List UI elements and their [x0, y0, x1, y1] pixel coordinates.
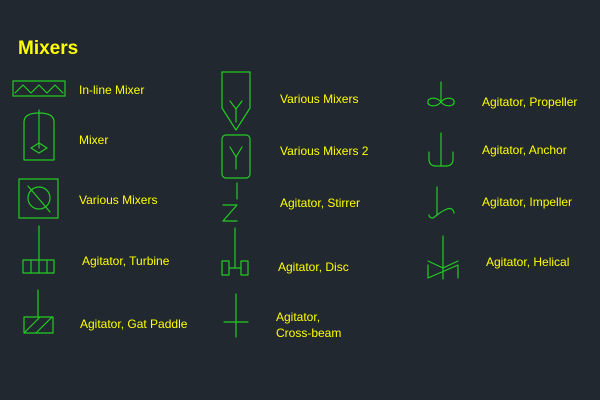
sheet-title: Mixers [18, 38, 79, 59]
agitator-gat-paddle-icon [22, 289, 56, 338]
various-mixers-icon [18, 178, 60, 220]
inline-mixer-icon [12, 80, 68, 98]
various-mixers-2-label: Various Mixers 2 [280, 144, 369, 158]
agitator-propeller-icon [424, 81, 460, 112]
agitator-disc-icon [220, 227, 256, 278]
agitator-gat-paddle-label: Agitator, Gat Paddle [80, 317, 188, 331]
various-mixers-label: Various Mixers [79, 193, 158, 207]
agitator-helical-icon [424, 235, 464, 282]
agitator-anchor-label: Agitator, Anchor [482, 143, 567, 157]
agitator-cross-beam-label-line1: Agitator, [276, 310, 321, 324]
agitator-impeller-icon [424, 186, 460, 221]
various-mixers-funnel-icon [220, 70, 252, 134]
agitator-turbine-label: Agitator, Turbine [82, 254, 170, 268]
mixer-label: Mixer [79, 133, 109, 147]
agitator-impeller-label: Agitator, Impeller [482, 195, 573, 209]
agitator-turbine-icon [22, 225, 56, 276]
agitator-disc-label: Agitator, Disc [278, 260, 349, 274]
agitator-helical-label: Agitator, Helical [486, 255, 570, 269]
various-mixers-funnel-label: Various Mixers [280, 92, 359, 106]
agitator-cross-beam-icon [220, 293, 256, 340]
agitator-cross-beam-label-line2: Cross-beam [276, 326, 342, 340]
agitator-stirrer-label: Agitator, Stirrer [280, 196, 361, 210]
agitator-stirrer-icon [220, 182, 256, 225]
agitator-anchor-icon [424, 132, 460, 169]
mixer-icon [22, 109, 56, 164]
agitator-propeller-label: Agitator, Propeller [482, 95, 578, 109]
various-mixers-2-icon [220, 133, 252, 181]
inline-mixer-label: In-line Mixer [79, 83, 145, 97]
